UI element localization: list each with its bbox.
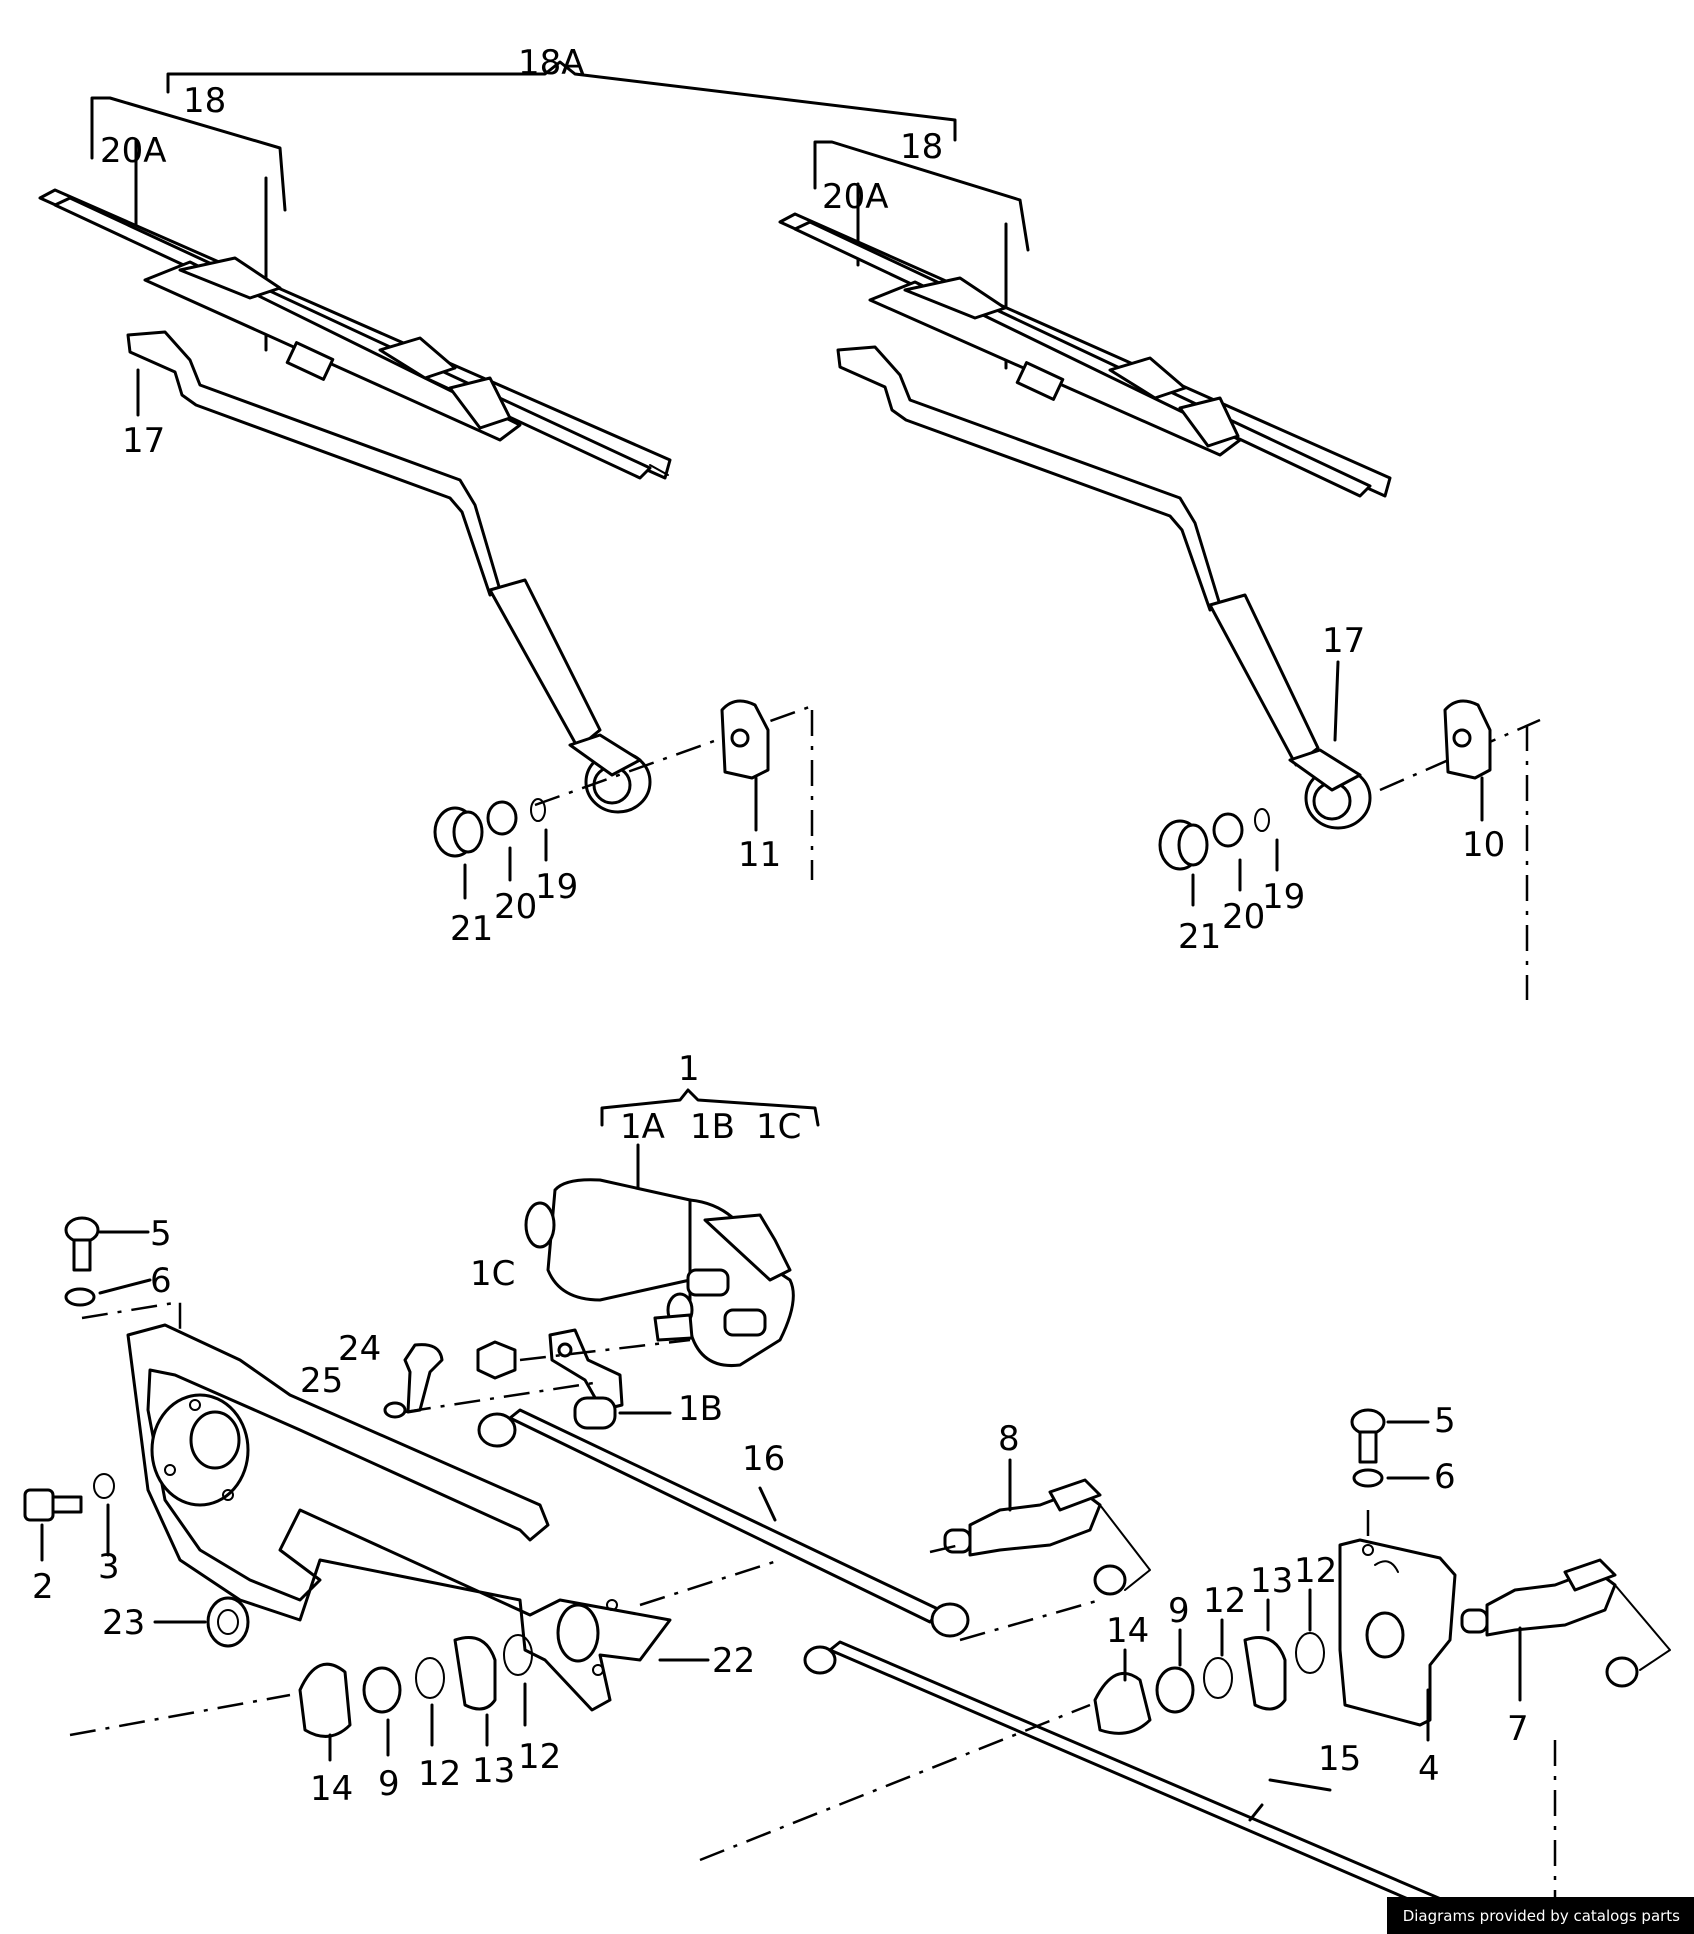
label-17-right: 17 (1322, 621, 1365, 661)
label-20-right: 20 (1222, 897, 1265, 937)
label-13-left: 13 (472, 1751, 515, 1791)
main-bracket-22 (126, 1323, 710, 1712)
label-20-left: 20 (494, 887, 537, 927)
label-1A: 1A (620, 1107, 665, 1147)
label-15: 15 (1318, 1739, 1361, 1779)
leader-17-right (1333, 660, 1340, 742)
label-14-right: 14 (1106, 1611, 1149, 1651)
label-12-right-b: 12 (1294, 1551, 1337, 1591)
bushing-23 (153, 1596, 250, 1648)
label-19-left: 19 (535, 867, 578, 907)
label-6-left: 6 (150, 1261, 172, 1301)
bracket-1 (600, 1088, 820, 1127)
left-wiper-mount-11 (720, 699, 770, 832)
label-5-right: 5 (1434, 1401, 1456, 1441)
label-21-left: 21 (450, 909, 493, 949)
label-4: 4 (1418, 1749, 1440, 1789)
pivot-7 (1460, 1558, 1671, 1934)
bolt-2-washer-3 (23, 1473, 115, 1562)
label-8: 8 (998, 1419, 1020, 1459)
link-rod-15 (803, 1640, 1492, 1932)
pivot-8 (929, 1458, 1151, 1596)
label-1C-top: 1C (756, 1107, 801, 1147)
left-nut-group (433, 798, 548, 900)
label-12-right-a: 12 (1203, 1581, 1246, 1621)
screw-5-washer-6-left (64, 1216, 182, 1340)
label-24: 24 (338, 1329, 381, 1369)
label-5-left: 5 (150, 1214, 172, 1254)
label-9-right: 9 (1168, 1591, 1190, 1631)
label-7: 7 (1507, 1709, 1529, 1749)
bolt-24-washer-25 (383, 1343, 601, 1419)
label-23: 23 (102, 1603, 145, 1643)
left-wiper-blade (38, 188, 672, 480)
label-11: 11 (738, 835, 781, 875)
label-18-right: 18 (900, 127, 943, 167)
right-nut-group (1158, 808, 1279, 907)
right-wiper-arm (836, 345, 1372, 830)
label-20A-right: 20A (822, 177, 889, 217)
ball-pin-1B (573, 1396, 672, 1430)
bearing-stack-left (69, 1558, 781, 1762)
crank-1C (476, 1328, 691, 1412)
label-12-left-b: 12 (518, 1737, 561, 1777)
label-2: 2 (32, 1567, 54, 1607)
label-14-left: 14 (310, 1769, 353, 1809)
label-19-right: 19 (1262, 877, 1305, 917)
bracket-4 (1338, 1510, 1457, 1742)
link-rod-16 (477, 1408, 970, 1638)
label-6-right: 6 (1434, 1457, 1456, 1497)
label-1B-top: 1B (690, 1107, 735, 1147)
label-1: 1 (678, 1049, 700, 1089)
label-13-right: 13 (1250, 1561, 1293, 1601)
wiper-motor (524, 1178, 795, 1368)
left-wiper-arm (126, 330, 652, 814)
label-20A-left: 20A (100, 131, 167, 171)
part-labels: 18A 18 20A 18 20A 17 17 11 10 21 20 19 2… (32, 43, 1529, 1809)
bracket-18A (166, 60, 957, 142)
label-25: 25 (300, 1361, 343, 1401)
label-1C: 1C (470, 1254, 515, 1294)
label-3: 3 (98, 1547, 120, 1587)
bearing-stack-right (699, 1588, 1325, 1862)
screw-5-washer-6-right (1350, 1408, 1430, 1488)
label-16: 16 (742, 1439, 785, 1479)
label-18A: 18A (518, 43, 585, 83)
right-wiper-mount-10 (1443, 699, 1492, 822)
credit-caption: Diagrams provided by catalogs parts (1386, 1897, 1694, 1934)
label-18-left: 18 (183, 81, 226, 121)
label-22: 22 (712, 1641, 755, 1681)
label-9-left: 9 (378, 1764, 400, 1804)
label-12-left-a: 12 (418, 1754, 461, 1794)
label-17-left: 17 (122, 421, 165, 461)
right-wiper-blade (778, 212, 1392, 498)
label-21-right: 21 (1178, 917, 1221, 957)
label-1B: 1B (678, 1389, 723, 1429)
label-10: 10 (1462, 825, 1505, 865)
